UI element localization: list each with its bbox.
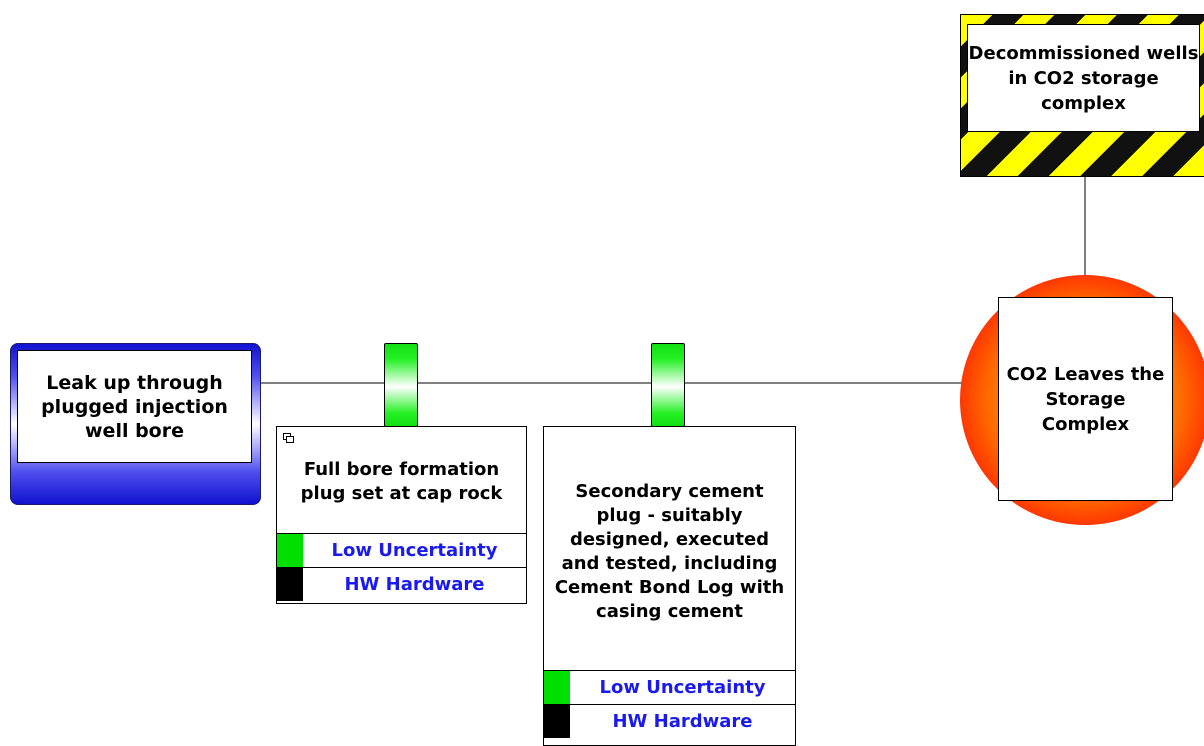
green-swatch (277, 534, 303, 567)
linked-diagram-icon (283, 433, 294, 443)
barrier-2-indicator[interactable] (651, 343, 685, 427)
connector-threat-to-top-event (261, 382, 966, 384)
barrier-1-uncertainty: Low Uncertainty (331, 540, 498, 561)
barrier-1-title: Full bore formation plug set at cap rock (300, 459, 503, 504)
barrier-1-type: HW Hardware (344, 574, 485, 595)
top-event-label: CO2 Leaves the Storage Complex (998, 297, 1173, 501)
barrier-1-uncertainty-row: Low Uncertainty (277, 533, 526, 567)
barrier-2-uncertainty-row: Low Uncertainty (544, 670, 795, 704)
green-swatch (544, 671, 570, 704)
barrier-2-card[interactable]: Secondary cement plug - suitably designe… (543, 426, 796, 746)
connector-hazard-to-top-event (1084, 177, 1086, 282)
hazard-label: Decommissioned wells in CO2 storage comp… (967, 24, 1200, 132)
barrier-1-indicator[interactable] (384, 343, 418, 427)
barrier-2-type-row: HW Hardware (544, 704, 795, 738)
barrier-2-uncertainty: Low Uncertainty (599, 677, 766, 698)
barrier-2-title: Secondary cement plug - suitably designe… (554, 480, 785, 622)
black-swatch (544, 705, 570, 738)
barrier-1-card[interactable]: Full bore formation plug set at cap rock… (276, 426, 527, 604)
barrier-1-type-row: HW Hardware (277, 567, 526, 601)
barrier-2-type: HW Hardware (612, 711, 753, 732)
black-swatch (277, 568, 303, 601)
threat-label: Leak up through plugged injection well b… (17, 350, 252, 463)
